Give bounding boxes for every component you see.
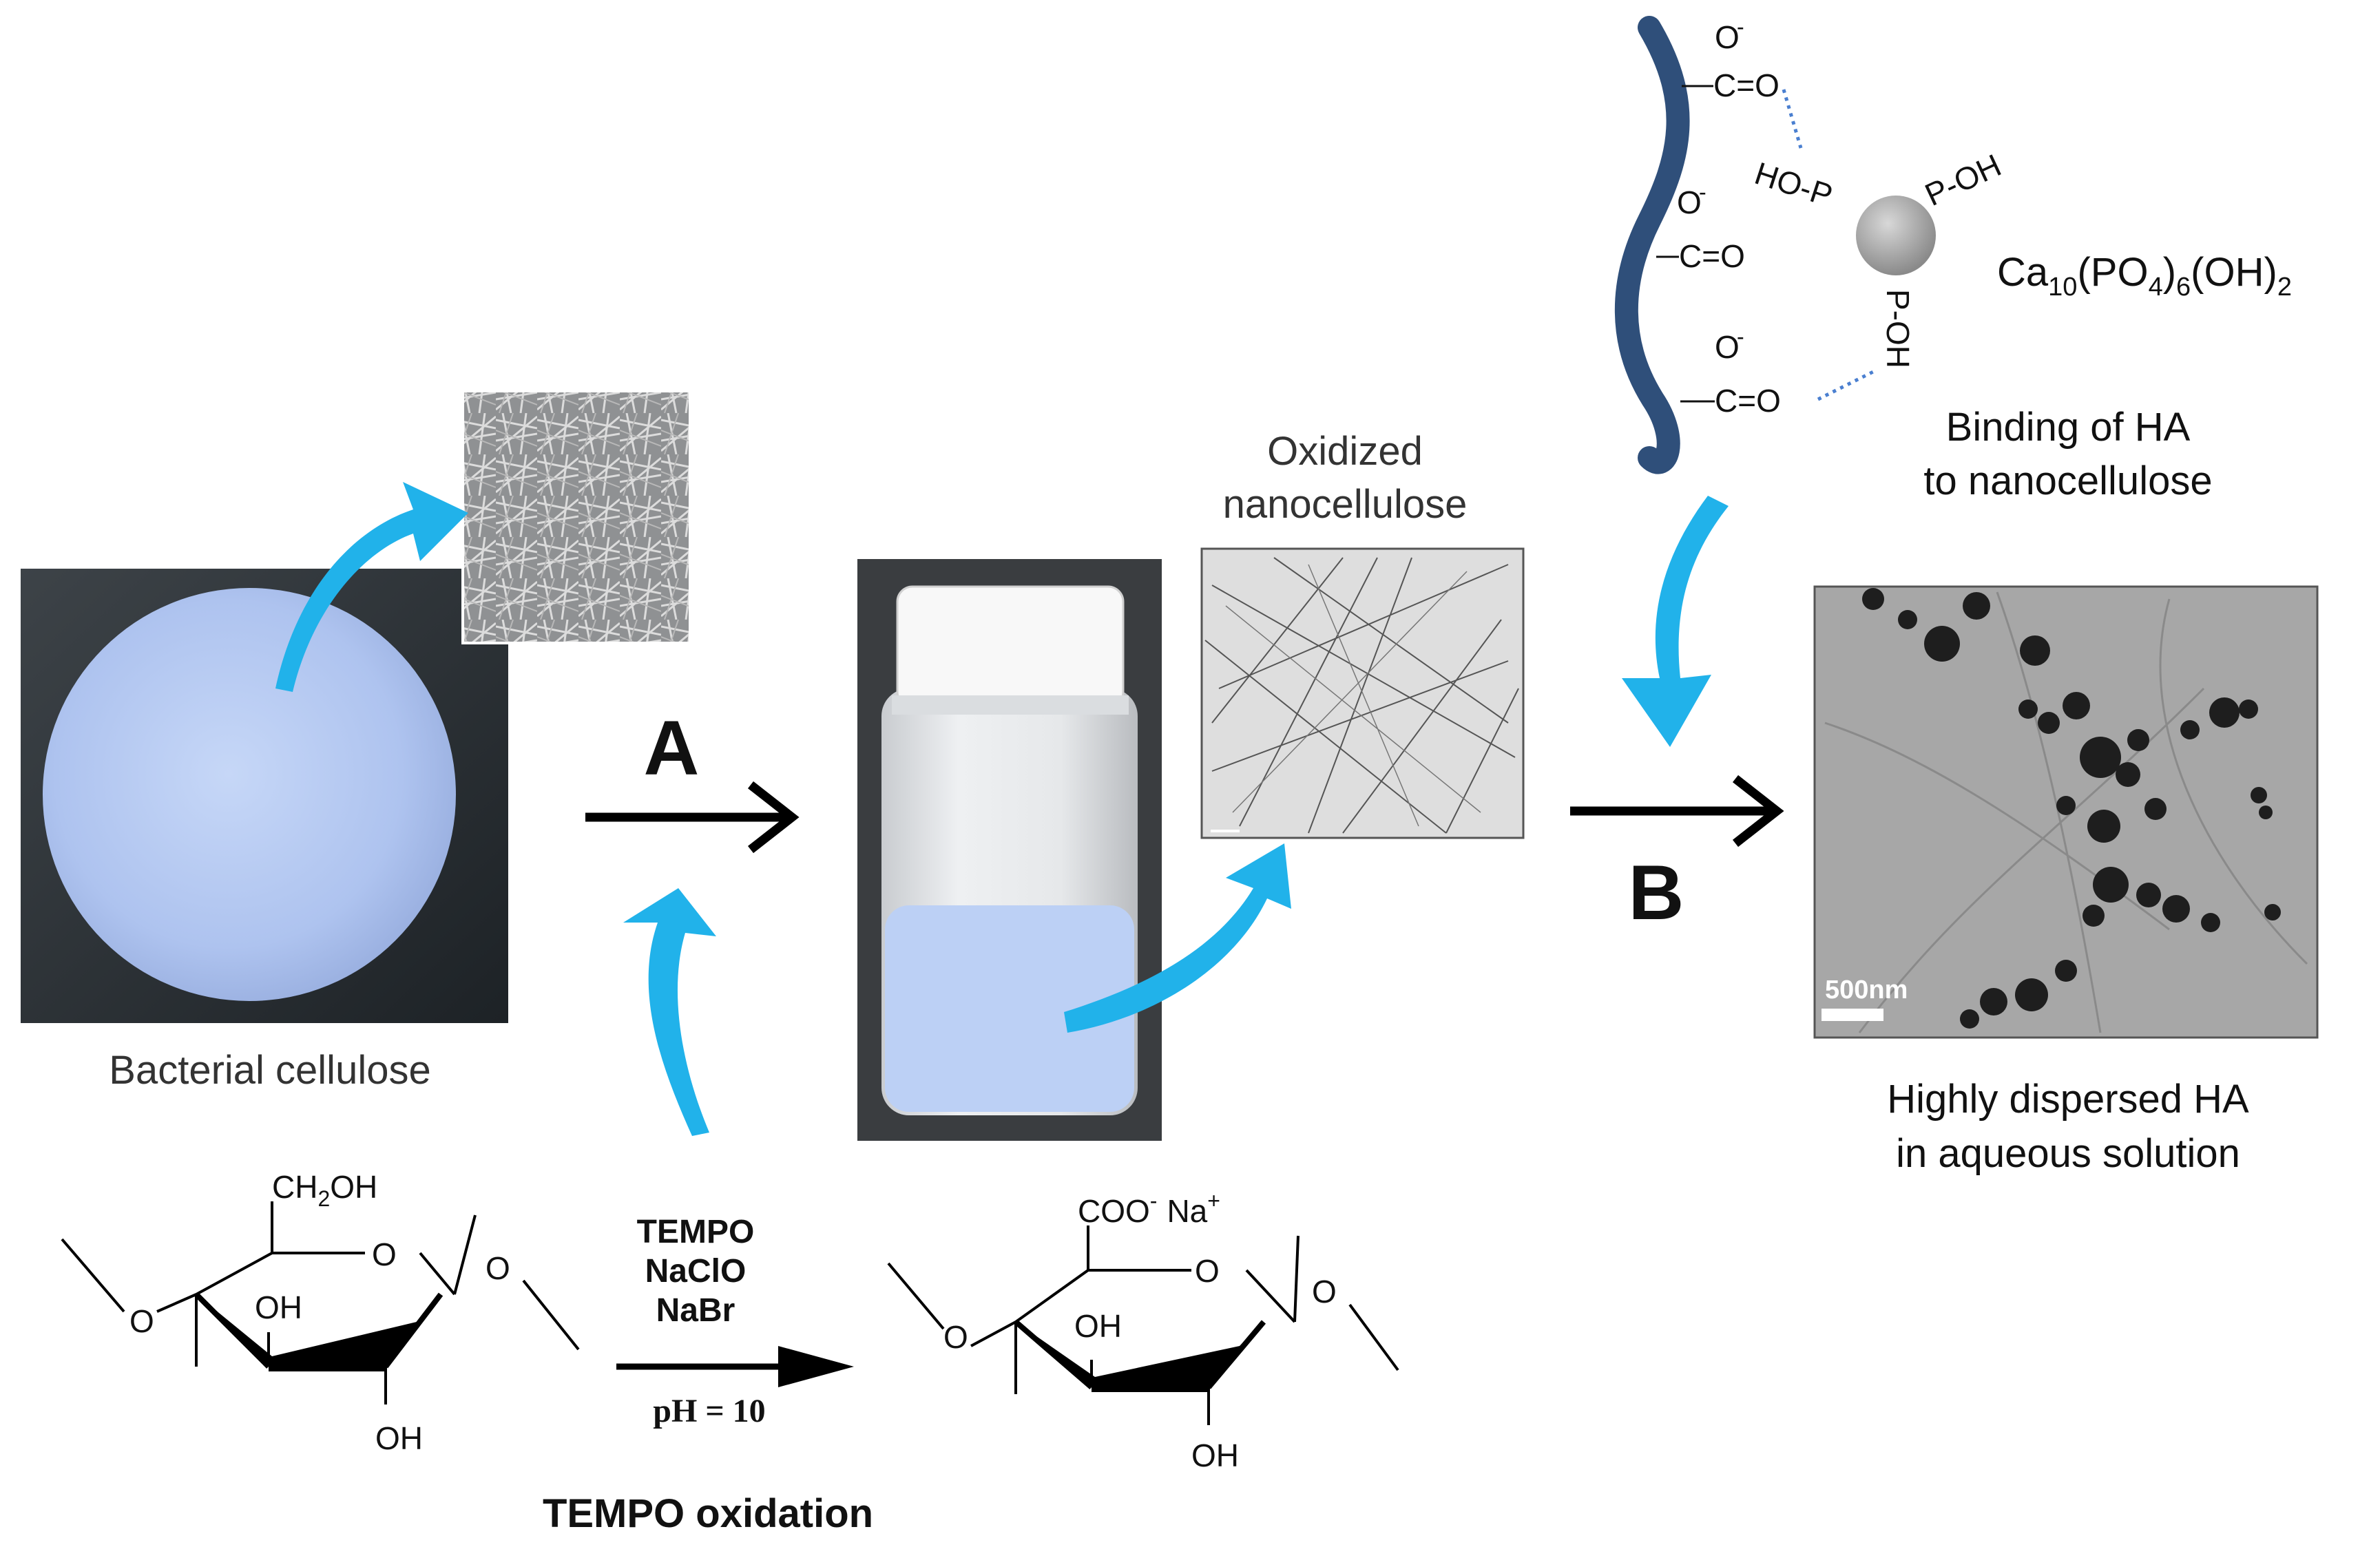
reagent-naclo: NaClO xyxy=(645,1253,747,1290)
tem-nanocellulose-image xyxy=(1200,547,1525,839)
svg-text:C=O: C=O xyxy=(1713,67,1779,103)
glucuronate-link-left: O xyxy=(943,1319,968,1355)
vial-photo xyxy=(857,559,1162,1141)
svg-text:-: - xyxy=(1737,324,1744,349)
hydrogen-bond-bottom xyxy=(1817,370,1875,401)
reagent-tempo: TEMPO xyxy=(637,1214,755,1250)
liquid-layer xyxy=(885,905,1134,1112)
nanocellulose-chain xyxy=(1614,16,1690,474)
phosphate-bottom: P-OH xyxy=(1880,289,1916,368)
cyan-arrow-to-sem xyxy=(275,482,468,692)
binding-label-line1: Binding of HA xyxy=(1946,405,2191,450)
glucose-link-left: O xyxy=(129,1303,154,1339)
vial-cap xyxy=(896,585,1125,708)
glucose-ring-o: O xyxy=(372,1236,397,1272)
glucuronate-structure xyxy=(887,1225,1399,1425)
phosphate-left: HO-P xyxy=(1751,155,1837,213)
arrow-b xyxy=(1570,775,1784,848)
oxidized-label-line2: nanocellulose xyxy=(1223,482,1468,527)
svg-text:O: O xyxy=(1715,19,1740,55)
step-a-label: A xyxy=(644,705,700,791)
svg-text:-: - xyxy=(1737,14,1744,39)
binding-label-line2: to nanocellulose xyxy=(1923,459,2212,503)
carboxylate-bottom: O - C=O xyxy=(1680,324,1781,419)
ha-particle-icon xyxy=(1856,196,1936,275)
glucose-oh-lower: OH xyxy=(375,1420,423,1456)
dispersed-label-line2: in aqueous solution xyxy=(1896,1131,2240,1176)
carboxylate-top: O - C=O xyxy=(1682,14,1779,103)
svg-text:O: O xyxy=(1715,329,1740,365)
glucuronate-oh-lower: OH xyxy=(1191,1438,1239,1473)
step-b-label: B xyxy=(1629,850,1684,936)
cyan-arrow-down xyxy=(1622,496,1729,747)
cyan-arrow-to-tem xyxy=(1064,843,1291,1033)
tem-ha-dispersion-image: 500nm xyxy=(1813,585,2319,1039)
svg-text:-: - xyxy=(1699,180,1706,204)
glucuronate-ring-o: O xyxy=(1195,1253,1220,1289)
glucose-structure xyxy=(61,1201,580,1404)
glucuronate-link-right: O xyxy=(1312,1274,1337,1309)
dispersed-label-line1: Highly dispersed HA xyxy=(1887,1077,2249,1122)
svg-text:O: O xyxy=(1677,185,1702,220)
reagent-nabr: NaBr xyxy=(656,1292,735,1329)
reaction-ph: pH = 10 xyxy=(653,1393,765,1429)
glucuronate-oh-upper: OH xyxy=(1074,1308,1122,1344)
cellulose-disc xyxy=(43,588,456,1001)
oxidized-label-line1: Oxidized xyxy=(1267,429,1423,474)
carboxylate-mid: O - C=O xyxy=(1656,180,1745,274)
hydrogen-bond-top xyxy=(1782,89,1803,149)
ha-formula: Ca10(PO4)6(OH)2 xyxy=(1997,250,2292,302)
glucose-oh-upper: OH xyxy=(255,1290,302,1325)
phosphate-right: P-OH xyxy=(1919,147,2006,213)
tempo-oxidation-label: TEMPO oxidation xyxy=(543,1491,873,1536)
cyan-arrow-up xyxy=(623,888,716,1136)
glucose-link-right: O xyxy=(486,1250,510,1286)
svg-text:C=O: C=O xyxy=(1715,383,1781,419)
reaction-arrow xyxy=(616,1346,854,1387)
bacterial-cellulose-photo xyxy=(21,569,508,1023)
glucuronate-carboxylate: COO-Na+ xyxy=(1078,1188,1220,1229)
sem-fiber-image xyxy=(461,390,691,644)
glucose-ch2oh: CH2OH xyxy=(272,1169,377,1211)
svg-text:C=O: C=O xyxy=(1679,238,1745,274)
bacterial-cellulose-label: Bacterial cellulose xyxy=(109,1048,430,1093)
arrow-a xyxy=(585,781,800,854)
scale-bar-label: 500nm xyxy=(1825,976,1908,1004)
